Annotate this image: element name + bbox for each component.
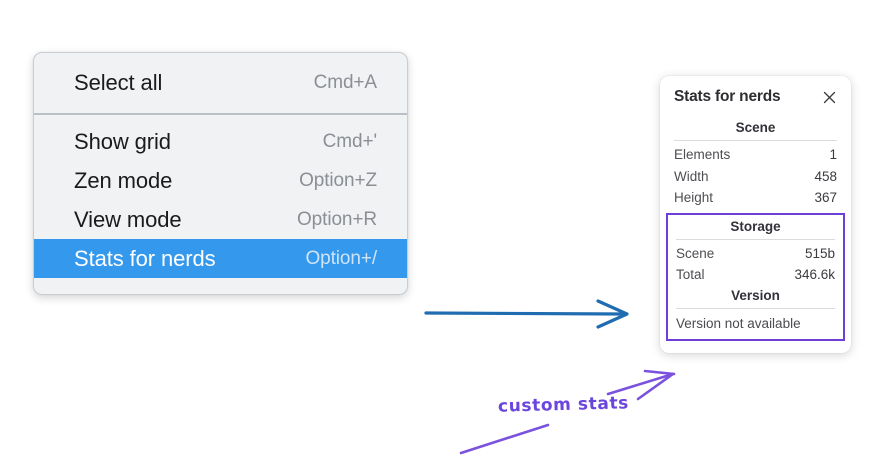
version-section: Version Version not available <box>676 286 835 332</box>
menu-item-label: Zen mode <box>74 167 173 193</box>
menu-item-shortcut: Cmd+A <box>313 71 377 93</box>
stat-row: Scene 515b <box>676 243 835 265</box>
menu-item-show-grid[interactable]: Show grid Cmd+' <box>34 122 407 161</box>
menu-item-label: View mode <box>74 206 182 232</box>
stat-label: Scene <box>676 245 715 261</box>
stat-label: Height <box>674 190 714 206</box>
purple-underline-stroke <box>459 423 550 455</box>
menu-group-1: Select all Cmd+A <box>34 53 407 113</box>
menu-item-label: Show grid <box>74 128 171 154</box>
menu-item-label: Select all <box>74 69 163 95</box>
section-divider <box>676 307 835 309</box>
menu-item-shortcut: Option+Z <box>299 169 377 191</box>
section-divider <box>676 238 835 240</box>
stat-value: 1 <box>829 147 837 162</box>
stat-row: Height 367 <box>674 187 837 209</box>
stat-label: Total <box>676 267 705 283</box>
stat-label: Elements <box>674 147 731 162</box>
stats-for-nerds-panel: Stats for nerds Scene Elements 1 Width 4… <box>660 76 851 353</box>
version-value: Version not available <box>676 315 801 331</box>
menu-item-shortcut: Option+R <box>297 208 377 230</box>
stat-row: Total 346.6k <box>676 264 835 286</box>
menu-item-shortcut: Option+/ <box>305 247 377 269</box>
section-divider <box>674 140 837 141</box>
scene-section: Scene Elements 1 Width 458 Height 367 <box>674 118 837 209</box>
menu-separator <box>34 113 407 115</box>
close-icon[interactable] <box>821 89 837 105</box>
menu-group-2: Show grid Cmd+' Zen mode Option+Z View m… <box>34 115 407 294</box>
stat-value: 515b <box>804 245 835 261</box>
section-heading-scene: Scene <box>735 120 776 135</box>
stat-row: Width 458 <box>674 166 837 188</box>
menu-item-view-mode[interactable]: View mode Option+R <box>34 200 407 239</box>
section-heading-version: Version <box>731 287 780 303</box>
stats-panel-title: Stats for nerds <box>674 88 781 105</box>
section-heading-storage: Storage <box>730 218 781 234</box>
menu-item-select-all[interactable]: Select all Cmd+A <box>34 63 407 102</box>
storage-section: Storage Scene 515b Total 346.6k <box>676 217 835 286</box>
menu-item-label: Stats for nerds <box>74 245 216 271</box>
blue-arrow <box>424 299 629 329</box>
menu-item-stats-for-nerds[interactable]: Stats for nerds Option+/ <box>34 239 407 278</box>
annotation-label: custom stats <box>497 393 630 417</box>
stat-value: 346.6k <box>794 267 835 283</box>
stat-label: Width <box>674 168 709 184</box>
menu-item-shortcut: Cmd+' <box>322 130 377 152</box>
custom-stats-highlight-box: Storage Scene 515b Total 346.6k Version … <box>666 212 845 341</box>
menu-item-zen-mode[interactable]: Zen mode Option+Z <box>34 161 407 200</box>
stat-row: Elements 1 <box>674 144 837 166</box>
canvas-context-menu[interactable]: Select all Cmd+A Show grid Cmd+' Zen mod… <box>33 52 408 295</box>
stat-value: 367 <box>814 190 837 206</box>
stats-panel-header: Stats for nerds <box>674 88 837 106</box>
stat-value: 458 <box>814 168 837 184</box>
